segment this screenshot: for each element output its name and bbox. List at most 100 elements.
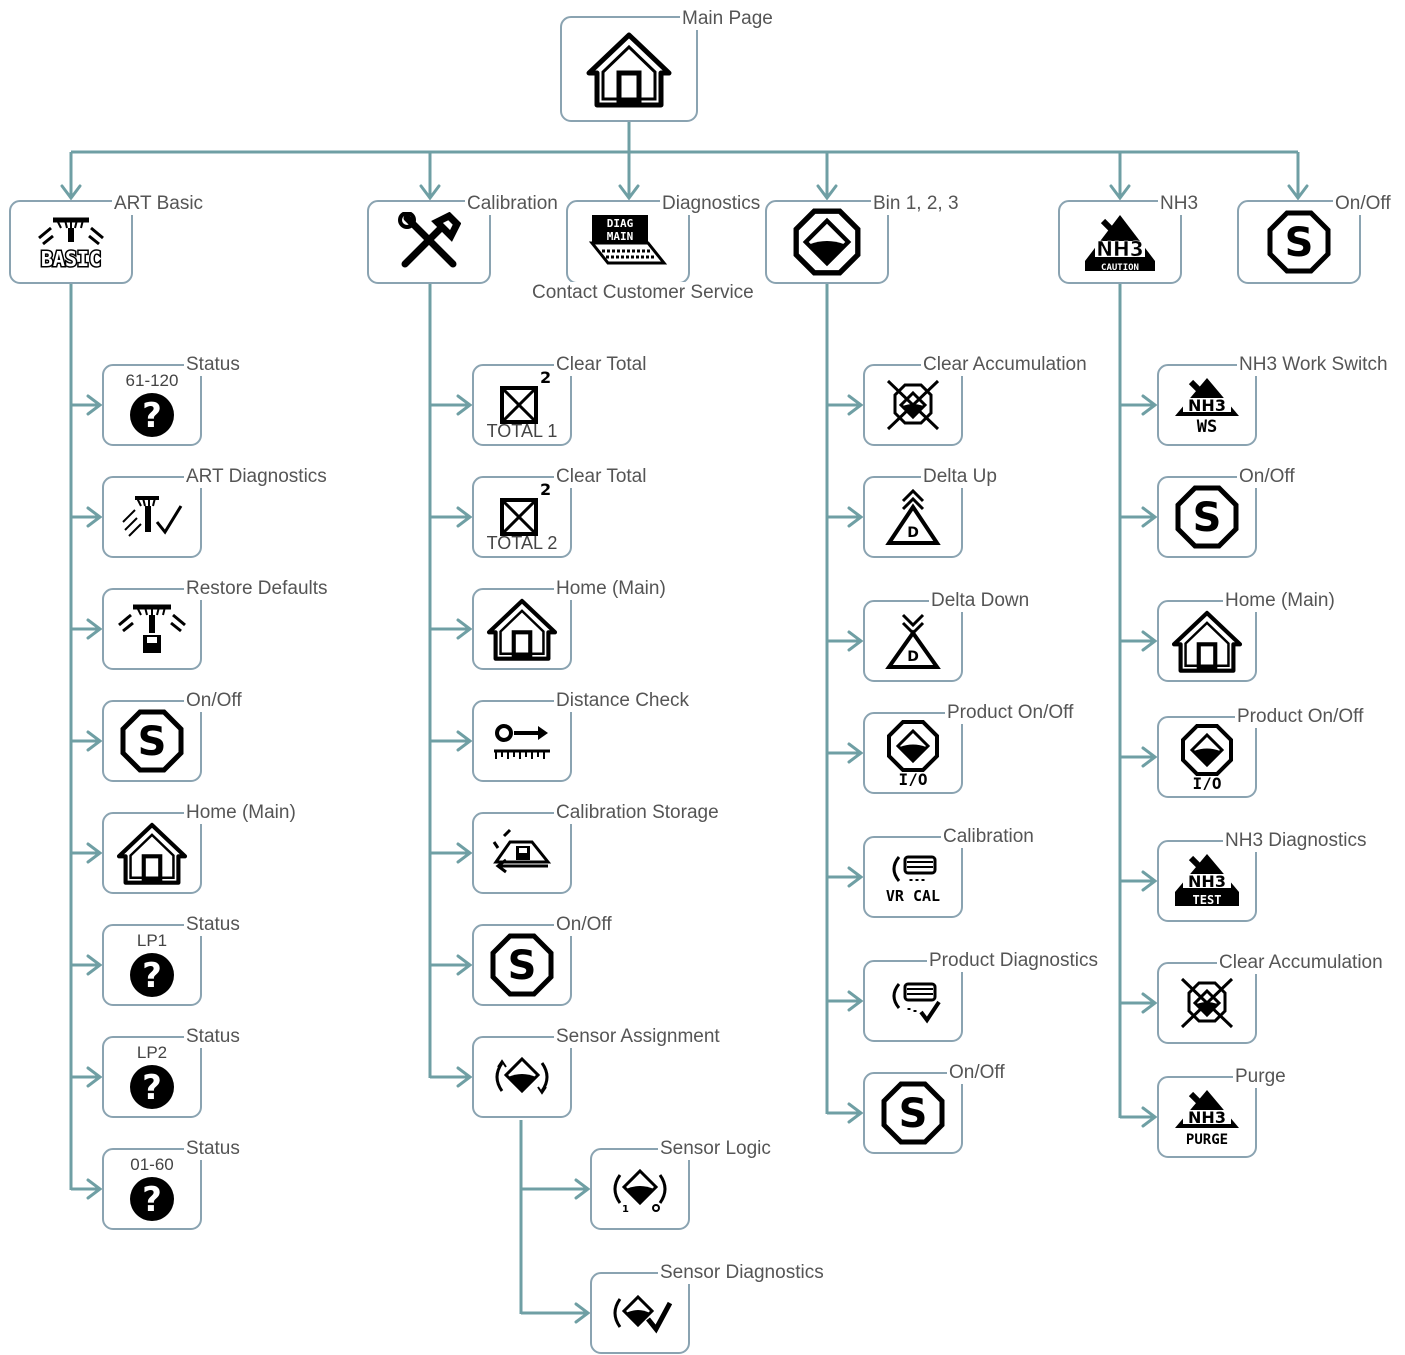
node-status-question[interactable]: LP1 ? [102, 924, 202, 1006]
node-label: Calibration Storage [554, 802, 721, 824]
node-label: Home (Main) [184, 802, 298, 824]
node-label: Delta Down [929, 590, 1032, 612]
node-clear-accumulation[interactable] [863, 364, 963, 446]
clear-total-icon-graphic [496, 378, 548, 430]
on-off-icon-graphic: S [1175, 485, 1239, 549]
node-delta-down[interactable]: D [863, 600, 963, 682]
node-status-question[interactable]: LP2 ? [102, 1036, 202, 1118]
node-distance-check[interactable] [472, 700, 572, 782]
delta-down-icon: D [865, 602, 961, 680]
svg-text:CAUTION: CAUTION [1101, 263, 1139, 273]
node-on-off[interactable]: S [102, 700, 202, 782]
product-on-off-icon-graphic: I/O [1179, 724, 1235, 790]
node-home[interactable] [472, 588, 572, 670]
node-label: Restore Defaults [184, 578, 330, 600]
node-on-off[interactable]: S [472, 924, 572, 1006]
status-range-text: 61-120 [125, 371, 179, 390]
status-question-icon-graphic: ? [129, 1176, 175, 1222]
node-nh3-test[interactable]: NH3 TEST [1157, 840, 1257, 922]
home-icon [104, 814, 200, 892]
main-page-node[interactable] [560, 16, 698, 122]
diag-main-icon: DIAG MAIN [568, 202, 688, 282]
product-diagnostics-icon [865, 962, 961, 1040]
on-off-icon-graphic: S [1267, 210, 1331, 274]
node-product-diagnostics[interactable] [863, 960, 963, 1042]
sensor-assignment-icon [474, 1038, 570, 1116]
node-label: Product On/Off [1235, 706, 1366, 728]
status-question-icon: 01-60 ? [104, 1150, 200, 1228]
node-home[interactable] [1157, 600, 1257, 682]
node-label: Status [184, 1026, 242, 1048]
svg-text:BASIC: BASIC [41, 247, 101, 270]
node-status-question[interactable]: 61-120 ? [102, 364, 202, 446]
on-off-icon: S [104, 702, 200, 780]
product-on-off-icon: I/O [1159, 718, 1255, 796]
on-off-icon-graphic: S [120, 709, 184, 773]
home-icon-graphic [1168, 608, 1246, 674]
total-text: TOTAL 1 [486, 421, 558, 441]
on-off-icon-graphic: S [881, 1081, 945, 1145]
on-off-icon: S [1159, 478, 1255, 556]
node-label: Clear Accumulation [1217, 952, 1385, 974]
node-art-basic[interactable]: BASIC [9, 200, 133, 284]
home-icon-graphic [483, 596, 561, 662]
node-calibration-storage[interactable] [472, 812, 572, 894]
nh3-test-icon: NH3 TEST [1159, 842, 1255, 920]
node-home[interactable] [102, 812, 202, 894]
svg-text:S: S [508, 943, 537, 989]
svg-text:VR CAL: VR CAL [886, 887, 940, 905]
svg-text:WS: WS [1197, 417, 1217, 436]
node-label: NH3 Diagnostics [1223, 830, 1369, 852]
sensor-logic-icon: 1 [592, 1150, 688, 1228]
status-range-text: LP2 [136, 1043, 168, 1062]
node-vr-cal[interactable]: VR CAL [863, 836, 963, 918]
svg-text:PURGE: PURGE [1186, 1132, 1228, 1148]
node-nh3-caution[interactable]: NH3 CAUTION [1058, 200, 1182, 284]
svg-text:?: ? [142, 396, 162, 436]
tools-icon [369, 202, 489, 282]
home-icon [562, 18, 696, 120]
node-label: Diagnostics [660, 193, 763, 215]
node-label: On/Off [1333, 193, 1393, 215]
node-sensor-logic[interactable]: 1 [590, 1148, 690, 1230]
node-restore-defaults[interactable] [102, 588, 202, 670]
node-nh3-purge[interactable]: NH3 PURGE [1157, 1076, 1257, 1158]
status-question-icon-graphic: ? [129, 392, 175, 438]
status-question-icon: LP1 ? [104, 926, 200, 1004]
node-label: Calibration [941, 826, 1036, 848]
node-label: Sensor Diagnostics [658, 1262, 826, 1284]
node-product-on-off[interactable]: I/O [863, 712, 963, 794]
superscript-text: 2 [540, 480, 552, 499]
node-art-diagnostics[interactable] [102, 476, 202, 558]
node-nh3-ws[interactable]: NH3 WS [1157, 364, 1257, 446]
node-label: Clear Total [554, 466, 649, 488]
node-product-on-off[interactable]: I/O [1157, 716, 1257, 798]
node-on-off[interactable]: S [863, 1072, 963, 1154]
node-sensor-assignment[interactable] [472, 1036, 572, 1118]
distance-check-icon [474, 702, 570, 780]
node-bin[interactable] [765, 200, 889, 284]
node-sensor-diagnostics[interactable] [590, 1272, 690, 1354]
vr-cal-icon-graphic: VR CAL [883, 849, 943, 905]
status-question-icon-graphic: ? [129, 1064, 175, 1110]
node-label: NH3 [1158, 193, 1201, 215]
node-delta-up[interactable]: D [863, 476, 963, 558]
node-status-question[interactable]: 01-60 ? [102, 1148, 202, 1230]
art-diagnostics-icon-graphic [119, 492, 185, 542]
calibration-storage-icon [474, 814, 570, 892]
nh3-test-icon-graphic: NH3 TEST [1169, 850, 1245, 912]
node-on-off[interactable]: S [1157, 476, 1257, 558]
nh3-purge-icon: NH3 PURGE [1159, 1078, 1255, 1156]
node-label: ART Basic [112, 193, 206, 215]
sensor-diagnostics-icon-graphic [608, 1289, 672, 1337]
node-label: On/Off [184, 690, 244, 712]
art-diagnostics-icon [104, 478, 200, 556]
vr-cal-icon: VR CAL [865, 838, 961, 916]
nh3-ws-icon-graphic: NH3 WS [1169, 374, 1245, 436]
node-clear-accumulation[interactable] [1157, 962, 1257, 1044]
node-label: Delta Up [921, 466, 999, 488]
svg-text:1: 1 [622, 1204, 629, 1213]
